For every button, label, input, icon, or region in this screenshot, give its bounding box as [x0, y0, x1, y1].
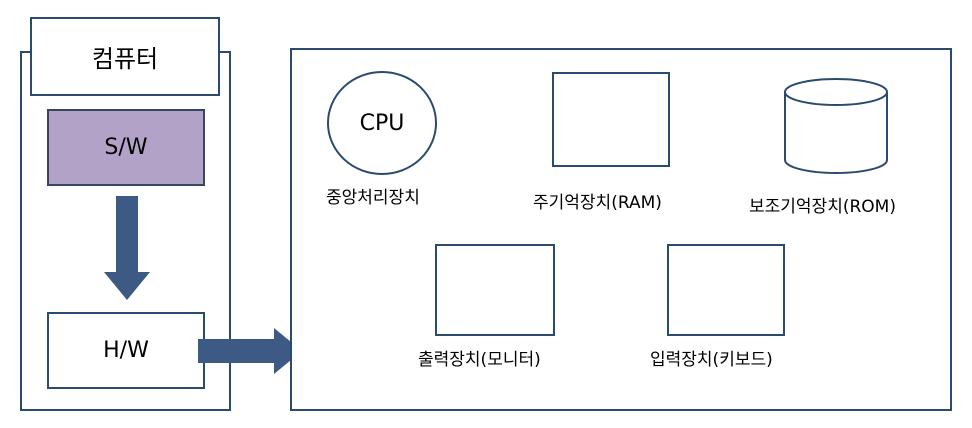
keyboard-box: [667, 244, 785, 336]
hardware-label: H/W: [103, 338, 149, 363]
keyboard-label: 입력장치(키보드): [650, 350, 773, 370]
cpu-circle-icon: [327, 71, 437, 175]
cpu-label: 중앙처리장치: [326, 188, 420, 208]
down-arrow-icon: [104, 196, 150, 300]
computer-title-box: 컴퓨터: [30, 17, 220, 96]
computer-title: 컴퓨터: [91, 45, 159, 73]
rom-label: 보조기억장치(ROM): [749, 197, 896, 217]
cpu-text-wrap: CPU: [326, 70, 438, 176]
rom-cylinder-icon: [784, 78, 888, 174]
hardware-box: H/W: [47, 312, 205, 389]
software-label: S/W: [104, 135, 148, 160]
ram-label: 주기억장치(RAM): [533, 193, 662, 213]
ram-box: [552, 72, 670, 167]
right-arrow-icon: [198, 328, 302, 374]
software-box: S/W: [47, 109, 205, 186]
monitor-label: 출력장치(모니터): [418, 350, 541, 370]
monitor-box: [435, 244, 555, 336]
cpu-text: CPU: [359, 110, 405, 136]
